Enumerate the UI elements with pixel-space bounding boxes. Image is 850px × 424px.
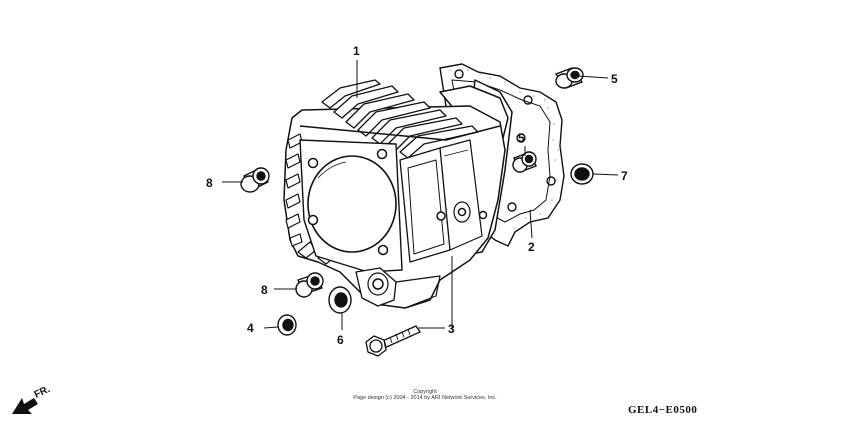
pin-left[interactable] [240,167,270,193]
callout-6: 6 [337,333,344,347]
callout-2: 2 [528,240,535,254]
diagram-code: GEL4−E0500 [628,404,698,416]
callout-8-left: 8 [206,176,213,190]
callout-4: 4 [247,321,254,335]
washer-4[interactable] [277,314,297,336]
callout-1: 1 [353,44,360,58]
callout-5-upper: 5 [611,72,618,86]
copyright-line-1: Copyright [413,389,437,395]
copyright-notice: Copyright Page design (c) 2004 - 2014 by… [300,389,550,401]
seal-ring-7[interactable] [570,163,594,185]
cylinder-block[interactable] [283,79,513,309]
callout-labels: 1 2 3 4 5 5 6 7 8 8 [206,44,628,347]
cylinder-bolt[interactable] [365,325,421,357]
callout-8-lower: 8 [261,283,268,297]
front-arrow-icon: FR. [12,384,52,414]
copyright-line-2: Page design (c) 2004 - 2014 by ARI Netwo… [353,395,497,401]
leader-lines [222,60,619,330]
dowel-pin-upper[interactable] [554,67,584,89]
callout-7: 7 [621,169,628,183]
callout-3: 3 [448,322,455,336]
dowel-pin-lower[interactable] [512,151,537,173]
orientation-label: FR. [33,384,52,401]
pin-lower[interactable] [295,272,324,298]
seal-ring-6[interactable] [328,286,352,314]
callout-5-lower: 5 [518,131,525,145]
